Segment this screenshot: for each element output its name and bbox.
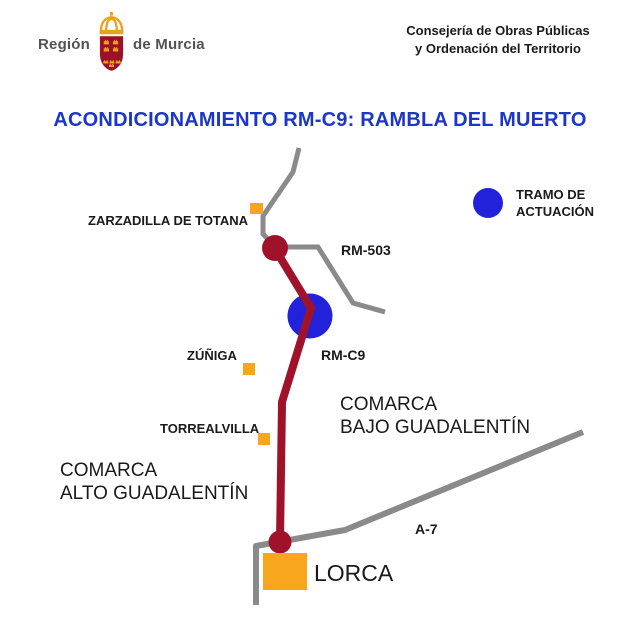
page-title: ACONDICIONAMIENTO RM-C9: RAMBLA DEL MUER…: [53, 109, 587, 131]
comarca-bajo-label: COMARCA BAJO GUADALENTÍN: [340, 393, 530, 439]
legend: TRAMO DE ACTUACIÓN: [473, 186, 594, 220]
actuation-legend-dot-icon: [473, 188, 503, 218]
route-node-south: [268, 530, 292, 554]
road-rm503: [260, 147, 386, 315]
legend-label-line2: ACTUACIÓN: [516, 204, 594, 219]
shield-castles: [103, 39, 119, 51]
zarzadilla-town-square: [250, 203, 263, 214]
torrealvilla-town-square: [258, 433, 270, 445]
lorca-label: LORCA: [314, 560, 394, 586]
route-rmc9: [271, 246, 316, 541]
comarca-alto-line1: COMARCA: [60, 460, 158, 481]
rm503-label: RM-503: [341, 242, 391, 258]
zuniga-town-square: [243, 363, 255, 375]
legend-label: TRAMO DE ACTUACIÓN: [516, 186, 594, 220]
a7-label: A-7: [415, 521, 438, 537]
logo-text-left: Región: [38, 35, 91, 53]
lorca-town-square: [263, 553, 307, 590]
department-name: Consejería de Obras Públicas y Ordenació…: [397, 22, 599, 58]
comarca-alto-label: COMARCA ALTO GUADALENTÍN: [60, 459, 248, 505]
zuniga-label: ZÚÑIGA: [187, 348, 237, 363]
shield-crowns: [103, 59, 121, 67]
comarca-bajo-line1: COMARCA: [340, 394, 438, 415]
torrealvilla-label: TORREALVILLA: [160, 421, 260, 436]
route-node-north: [262, 235, 288, 261]
region-murcia-logo: Región: [38, 11, 205, 78]
comarca-bajo-line2: BAJO GUADALENTÍN: [340, 417, 531, 438]
zarzadilla-label: ZARZADILLA DE TOTANA: [88, 213, 249, 228]
department-line2: y Ordenación del Territorio: [415, 41, 581, 56]
crown-icon: [99, 11, 124, 31]
crown-band: [99, 29, 124, 34]
road-a7: [253, 429, 585, 605]
rmc9-label: RM-C9: [321, 347, 366, 363]
comarca-alto-line2: ALTO GUADALENTÍN: [60, 483, 249, 504]
department-line1: Consejería de Obras Públicas: [406, 23, 590, 38]
region-crest-icon: [97, 11, 126, 78]
logo-text-right: de Murcia: [133, 35, 205, 53]
legend-label-line1: TRAMO DE: [516, 187, 586, 202]
